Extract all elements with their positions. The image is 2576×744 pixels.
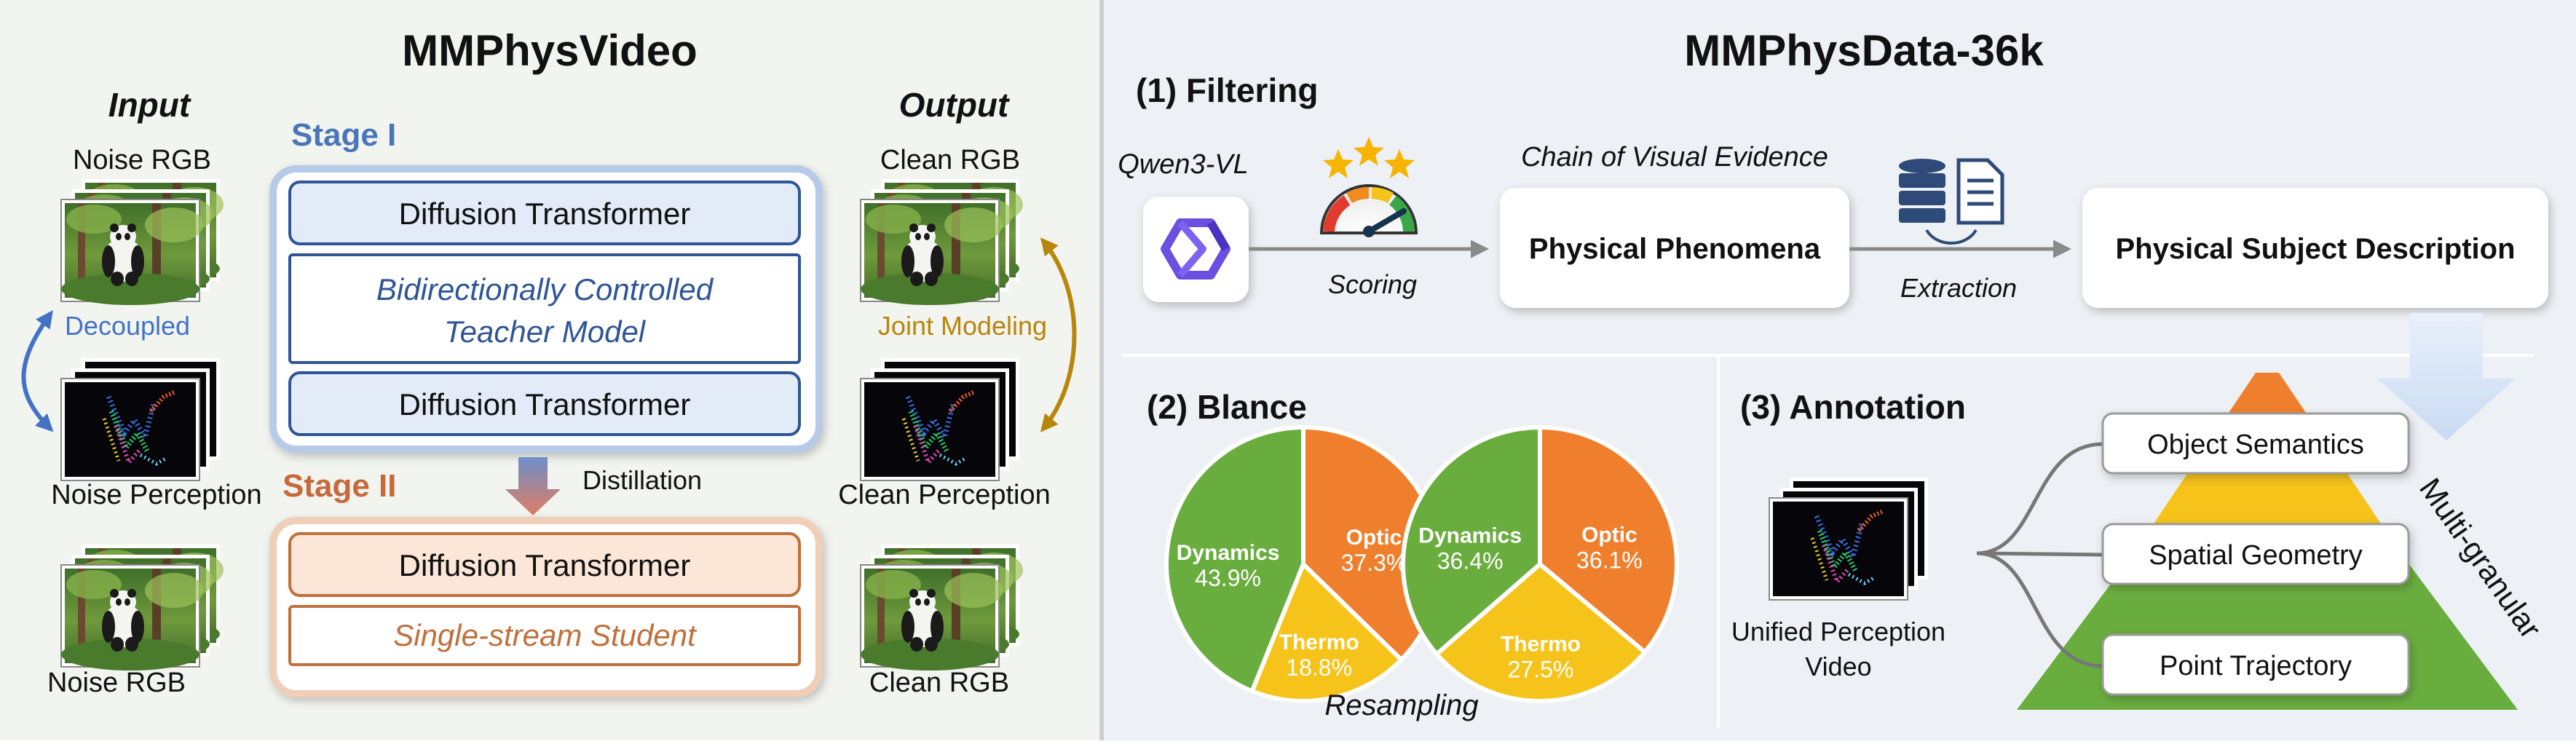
point-trajectory-label: Point Trajectory (2160, 651, 2352, 681)
panel-divider (1099, 0, 1104, 740)
teacher-model-box (288, 253, 801, 364)
filtering-heading: (1) Filtering (1136, 71, 1318, 109)
pie-after-label-dynamics: Dynamics (1418, 523, 1522, 547)
subject-label: Physical Subject Description (2115, 233, 2515, 265)
noise-rgb-bottom-label: Noise RGB (47, 668, 186, 698)
object-semantics-label: Object Semantics (2147, 430, 2364, 460)
phenomena-card (1500, 188, 1849, 308)
joint-modeling-arrow (1040, 237, 1077, 432)
noise-rgb-top-label: Noise RGB (73, 145, 211, 175)
stage2-label: Stage II (283, 468, 397, 504)
pie-before-slice-thermo (1249, 560, 1404, 703)
qwen-logo-icon (1161, 218, 1230, 280)
stage1-top-dit (288, 181, 801, 245)
qwen-logo-card (1143, 197, 1249, 302)
teacher-line2: Teacher Model (444, 314, 647, 349)
teacher-line1: Bidirectionally Controlled (376, 272, 714, 306)
distillation-label: Distillation (582, 465, 702, 495)
joint-modeling-label: Joint Modeling (878, 311, 1047, 341)
pie-after-slice-thermo (1433, 561, 1648, 703)
stars-icon (1323, 137, 1415, 178)
extraction-curve-icon (1925, 229, 1978, 245)
point-trajectory-box (2101, 633, 2410, 696)
video-label-line2: Video (1805, 652, 1871, 681)
document-icon (1956, 158, 2004, 225)
annotation-heading: (3) Annotation (1740, 388, 1966, 426)
pie-before-label-dynamics: Dynamics (1177, 541, 1280, 565)
qwen-label: Qwen3-VL (1118, 149, 1249, 180)
pie-before-pct-dynamics: 43.9% (1195, 565, 1261, 591)
stage1-bottom-dit-label: Diffusion Transformer (399, 387, 691, 422)
object-semantics-box (2101, 412, 2410, 475)
noise-rgb-stack-top (60, 179, 224, 305)
stage2-dit-label: Diffusion Transformer (399, 548, 691, 582)
pie-before-slice-dynamics (1164, 424, 1305, 694)
noise-perception-label: Noise Perception (51, 480, 261, 510)
pie-before-label-thermo: Thermo (1279, 630, 1359, 654)
pie-before-pct-optic: 37.3% (1341, 550, 1407, 576)
scoring-label: Scoring (1328, 269, 1417, 299)
connector-point-trajectory (1976, 551, 2103, 668)
stage2-dit (288, 532, 801, 597)
pie-after-slice-dynamics (1401, 424, 1542, 657)
student-label: Single-stream Student (393, 618, 698, 652)
database-icon (1899, 159, 1945, 223)
subject-to-annotation-arrow (2377, 313, 2516, 440)
clean-rgb-top-label: Clean RGB (880, 145, 1020, 175)
extraction-label: Extraction (1900, 273, 2017, 303)
clean-rgb-stack-top (860, 179, 1023, 305)
connector-object-semantics (1976, 442, 2103, 555)
clean-rgb-bottom-label: Clean RGB (869, 668, 1009, 698)
clean-perception-stack (860, 358, 1019, 481)
spatial-geometry-box (2101, 523, 2410, 585)
pie-after-label-optic: Optic (1581, 523, 1637, 547)
resampling-label: Resampling (1324, 689, 1478, 721)
phenomena-label: Physical Phenomena (1529, 233, 1821, 265)
decoupled-label: Decoupled (65, 311, 190, 341)
chain-of-evidence-label: Chain of Visual Evidence (1521, 142, 1828, 173)
pie-before-label-optic: Optic (1346, 526, 1402, 550)
decoupled-arrow (21, 310, 54, 432)
pie-after-slice-optic (1538, 424, 1679, 655)
pie-before-pct-thermo: 18.8% (1286, 654, 1352, 681)
stage1-label: Stage I (291, 117, 396, 153)
subject-card (2082, 188, 2548, 308)
noise-perception-stack (60, 358, 220, 481)
video-label-line1: Unified Perception (1731, 617, 1945, 646)
output-label: Output (899, 86, 1010, 124)
clean-perception-label: Clean Perception (838, 480, 1051, 510)
noise-rgb-stack-bottom (60, 545, 224, 670)
unified-perception-video-stack (1769, 478, 1928, 601)
balance-heading: (2) Blance (1147, 388, 1307, 426)
stage1-bottom-dit (288, 371, 801, 436)
connector-spatial-geometry (1976, 551, 2103, 557)
clean-rgb-stack-bottom (860, 545, 1023, 670)
spatial-geometry-label: Spatial Geometry (2149, 540, 2363, 571)
pie-after-pct-thermo: 27.5% (1508, 656, 1574, 682)
stage1-top-dit-label: Diffusion Transformer (399, 197, 691, 231)
pie-after-pct-dynamics: 36.4% (1437, 547, 1504, 574)
gauge-icon (1319, 184, 1418, 237)
pie-after-label-thermo: Thermo (1501, 632, 1581, 656)
right-title: MMPhysData-36k (1684, 26, 2044, 75)
left-title: MMPhysVideo (402, 26, 698, 75)
distillation-arrow (505, 457, 561, 515)
student-box (288, 605, 801, 666)
pie-after-pct-optic: 36.1% (1576, 547, 1643, 573)
input-label: Input (108, 86, 191, 124)
